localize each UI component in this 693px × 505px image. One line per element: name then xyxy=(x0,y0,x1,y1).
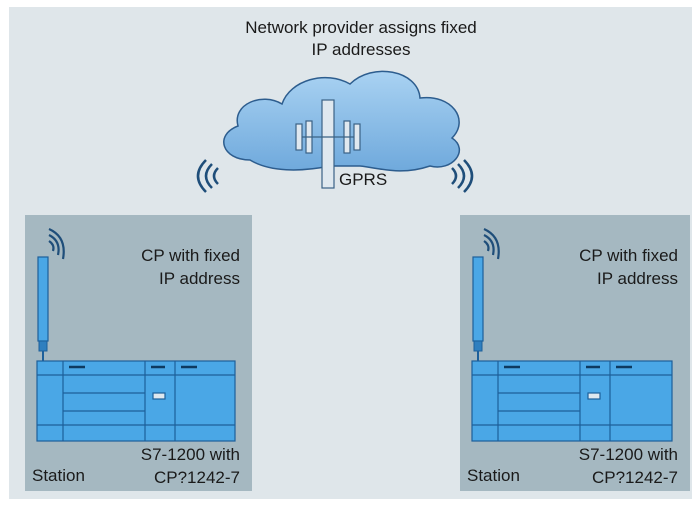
station-right: CP with fixed IP address S7-1200 with CP… xyxy=(460,215,690,491)
plc-module-icon xyxy=(471,360,673,442)
station-right-graphics xyxy=(471,227,673,442)
station-left-graphics xyxy=(36,227,236,442)
antenna-rod-icon xyxy=(472,256,484,361)
cp-label: CP with fixed IP address xyxy=(141,244,240,290)
plc-label-line-2: CP?1242-7 xyxy=(591,468,678,487)
wireless-signal-icon xyxy=(483,227,500,260)
station-label: Station xyxy=(32,466,85,485)
cp-label-line-2: IP address xyxy=(159,269,240,288)
caption-line-2: IP addresses xyxy=(311,40,411,59)
plc-label-line-1: S7-1200 with xyxy=(140,445,240,464)
plc-label-line-1: S7-1200 with xyxy=(578,445,678,464)
network-caption: Network provider assigns fixed IP addres… xyxy=(196,17,526,61)
plc-label: S7-1200 with CP?1242-7 xyxy=(579,443,678,489)
wireless-signal-icon xyxy=(48,227,65,260)
gprs-antenna-icon xyxy=(295,99,361,189)
station-left: CP with fixed IP address S7-1200 with CP… xyxy=(25,215,252,491)
cp-label-line-1: CP with fixed xyxy=(141,246,240,265)
plc-module-icon xyxy=(36,360,236,442)
cp-label-line-1: CP with fixed xyxy=(579,246,678,265)
plc-label-line-2: CP?1242-7 xyxy=(153,468,240,487)
caption-line-1: Network provider assigns fixed xyxy=(245,18,477,37)
gprs-label: GPRS xyxy=(339,170,388,189)
cp-label-line-2: IP address xyxy=(597,269,678,288)
cloud-shape xyxy=(223,70,460,172)
station-label: Station xyxy=(467,466,520,485)
plc-label: S7-1200 with CP?1242-7 xyxy=(141,443,240,489)
cp-label: CP with fixed IP address xyxy=(579,244,678,290)
signal-waves-right-icon xyxy=(451,159,474,193)
signal-waves-left-icon xyxy=(196,159,219,193)
antenna-rod-icon xyxy=(37,256,49,361)
